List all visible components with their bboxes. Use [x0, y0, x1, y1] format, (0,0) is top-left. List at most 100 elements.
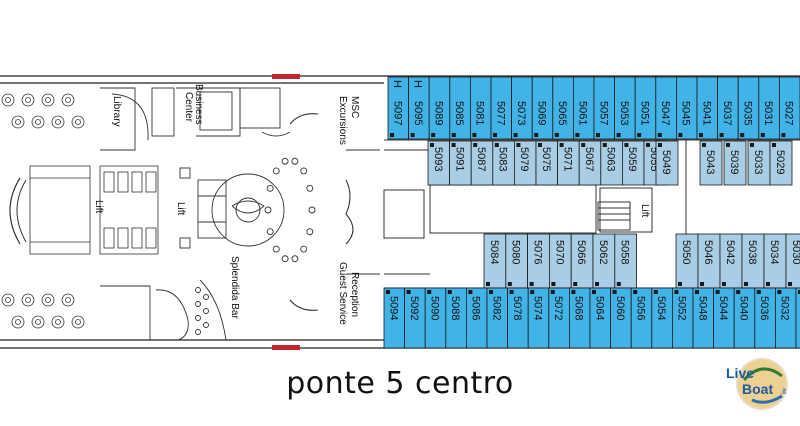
cabin-number: 5030: [790, 240, 800, 264]
cabin-number: 5071: [561, 147, 573, 171]
cabin-number: 5064: [593, 296, 605, 320]
cabin-number: 5032: [779, 296, 791, 320]
cabin-door-mark: [427, 290, 432, 294]
cabin-door-mark: [624, 143, 629, 147]
table-center: [25, 297, 31, 303]
cabin-number: 5074: [532, 296, 544, 320]
cabin: 5073: [511, 76, 533, 140]
bar-stool: [203, 308, 209, 314]
chair: [306, 228, 314, 236]
cabin: 5097: [387, 76, 410, 140]
logo-text-suffix: .it: [780, 387, 787, 396]
table: [11, 115, 25, 129]
cabin-door-mark: [550, 290, 555, 294]
cabin-number: 5058: [619, 240, 631, 264]
cabin-number: 5034: [768, 240, 780, 264]
chair: [308, 206, 316, 214]
cabin-door-mark: [513, 133, 518, 137]
cabin: 5069: [531, 76, 554, 140]
cabin: 5027: [779, 76, 800, 140]
cabin-door-mark: [538, 143, 542, 147]
cabin-door-mark: [726, 143, 730, 147]
cabin: 5095: [408, 76, 430, 140]
chair: [291, 255, 299, 263]
cabin-number: 5097: [391, 101, 403, 125]
table: [31, 115, 45, 129]
cabin-number: 5035: [742, 101, 754, 125]
logo-text-boat: Boat: [742, 381, 773, 397]
chair: [291, 157, 299, 165]
lift-car: [145, 171, 157, 193]
cabin: 5068: [569, 287, 591, 349]
cabin: 5057: [593, 76, 616, 140]
cabin-number: 5087: [475, 147, 487, 171]
cabin-door-mark: [699, 133, 703, 137]
cabin: 5065: [552, 76, 574, 140]
cabin-door-mark: [777, 290, 782, 294]
cabin: 5049: [655, 140, 679, 186]
cabin: 5038: [741, 233, 765, 289]
cabin: 5085: [449, 76, 471, 140]
cabin-number: 5070: [553, 240, 565, 264]
cabin: 5094: [383, 287, 406, 349]
cabin-number: 5059: [626, 147, 638, 171]
chair: [300, 245, 308, 253]
cabin-number: 5077: [494, 101, 506, 125]
cabin-number: 5061: [577, 101, 589, 125]
table-center: [55, 119, 61, 125]
cabin-door-mark: [451, 143, 456, 147]
cabin-door-mark: [612, 290, 617, 294]
cabin-number: 5027: [783, 101, 795, 125]
cabin-door-mark: [760, 133, 765, 137]
cabin-number: 5062: [597, 240, 609, 264]
table: [41, 93, 55, 107]
cabin-number: 5041: [700, 101, 712, 125]
table-center: [35, 119, 41, 125]
cabin: 5082: [486, 287, 509, 349]
label-business-center-1: Business: [193, 84, 204, 125]
cabin: 5054: [651, 287, 673, 349]
cabin-number: 5091: [453, 147, 465, 171]
cabin-door-mark: [596, 133, 600, 137]
cabin-number: 5069: [536, 101, 548, 125]
table-center: [55, 319, 61, 325]
cabin-door-mark: [781, 133, 786, 137]
cabin: 5029: [769, 140, 793, 186]
cabin-number: 5033: [752, 150, 764, 174]
label-msc-excursions-1: MSC: [349, 96, 360, 118]
cabin-door-mark: [447, 290, 452, 294]
cabin-door-mark: [678, 133, 683, 137]
table: [71, 315, 85, 329]
cabin-door-mark: [722, 282, 726, 286]
cabin: 5040: [733, 287, 756, 349]
atrium: [179, 157, 316, 263]
cabin-box: [795, 287, 800, 349]
cabin: 5052: [672, 287, 694, 349]
stair-marker: [272, 74, 300, 79]
table-center: [35, 319, 41, 325]
cabin: 5048: [692, 287, 715, 349]
cabin-door-mark: [493, 133, 497, 137]
cabin-number: 5076: [532, 240, 544, 264]
cabin-door-mark: [602, 143, 607, 147]
cabin-door-mark: [406, 290, 411, 294]
cabin-number: 5031: [762, 101, 774, 125]
cabin-number: 5095: [412, 101, 424, 125]
cabin: 5035: [737, 76, 760, 140]
cabin-number: 5084: [488, 240, 500, 264]
table-center: [65, 297, 71, 303]
cabin: 5074: [527, 287, 550, 349]
cabin-number: 5063: [605, 147, 617, 171]
cabin-door-mark: [756, 290, 761, 294]
cabin-number: 5044: [717, 296, 729, 320]
cabin-number: 5073: [515, 101, 527, 125]
cabin: 5083: [492, 140, 515, 186]
cabin: 5036: [754, 287, 776, 349]
cabin-door-mark: [551, 282, 556, 286]
lift-car: [131, 227, 143, 249]
table: [1, 293, 15, 307]
chair: [281, 157, 289, 165]
cabin-door-mark: [554, 133, 559, 137]
cabin-door-mark: [473, 143, 478, 147]
logo-text-live: Live: [726, 365, 754, 381]
